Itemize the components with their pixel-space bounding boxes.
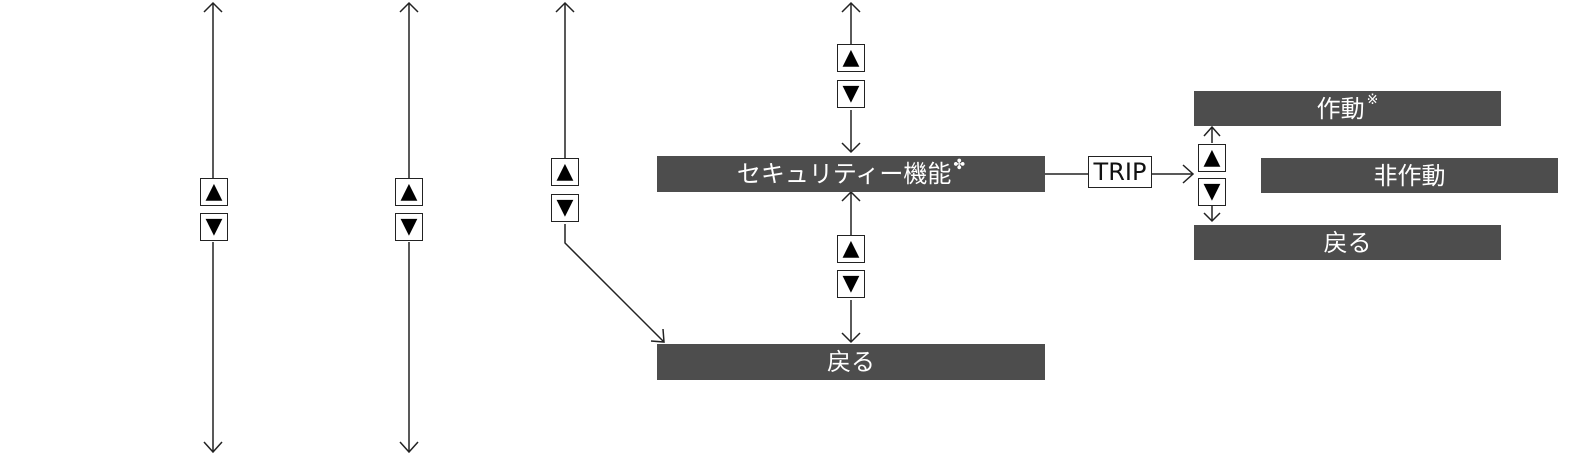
up-button-center-top[interactable]: ▲ (837, 44, 865, 72)
down-button-col3[interactable]: ▼ (551, 194, 579, 222)
submenu-item-off[interactable]: 非作動 (1261, 158, 1558, 193)
submenu-item-off-label: 非作動 (1373, 161, 1446, 190)
down-button-center-top[interactable]: ▼ (837, 80, 865, 108)
trip-button-label: TRIP (1093, 158, 1147, 186)
submenu-item-on-label: 作動 (1316, 94, 1365, 123)
down-arrow-icon: ▼ (205, 214, 223, 239)
down-arrow-icon: ▼ (400, 214, 418, 239)
submenu-item-back-label: 戻る (1323, 228, 1372, 257)
up-button-col2[interactable]: ▲ (395, 178, 423, 206)
down-arrow-icon: ▼ (842, 271, 860, 296)
submenu-item-back[interactable]: 戻る (1194, 225, 1501, 260)
up-arrow-icon: ▲ (842, 45, 860, 70)
up-button-center-bottom[interactable]: ▲ (837, 235, 865, 263)
up-button-col3[interactable]: ▲ (551, 158, 579, 186)
up-arrow-icon: ▲ (205, 179, 223, 204)
down-button-center-bottom[interactable]: ▼ (837, 270, 865, 298)
up-button-submenu[interactable]: ▲ (1198, 144, 1226, 172)
down-arrow-icon: ▼ (1203, 179, 1221, 204)
down-button-col2[interactable]: ▼ (395, 213, 423, 241)
down-button-submenu[interactable]: ▼ (1198, 178, 1226, 206)
trip-button[interactable]: TRIP (1088, 156, 1152, 188)
submenu-item-on[interactable]: 作動※ (1194, 91, 1501, 126)
up-arrow-icon: ▲ (842, 236, 860, 261)
up-arrow-icon: ▲ (400, 179, 418, 204)
up-button-col1[interactable]: ▲ (200, 178, 228, 206)
flower-mark-icon: ✤ (953, 157, 966, 173)
menu-item-security[interactable]: セキュリティー機能✤ (657, 156, 1045, 192)
menu-item-back-main-label: 戻る (827, 348, 875, 376)
down-button-col1[interactable]: ▼ (200, 213, 228, 241)
up-arrow-icon: ▲ (1203, 145, 1221, 170)
down-arrow-icon: ▼ (842, 81, 860, 106)
menu-item-back-main[interactable]: 戻る (657, 344, 1045, 380)
up-arrow-icon: ▲ (556, 159, 574, 184)
reference-mark-icon: ※ (1366, 91, 1379, 108)
down-arrow-icon: ▼ (556, 195, 574, 220)
menu-item-security-label: セキュリティー機能 (736, 160, 952, 188)
